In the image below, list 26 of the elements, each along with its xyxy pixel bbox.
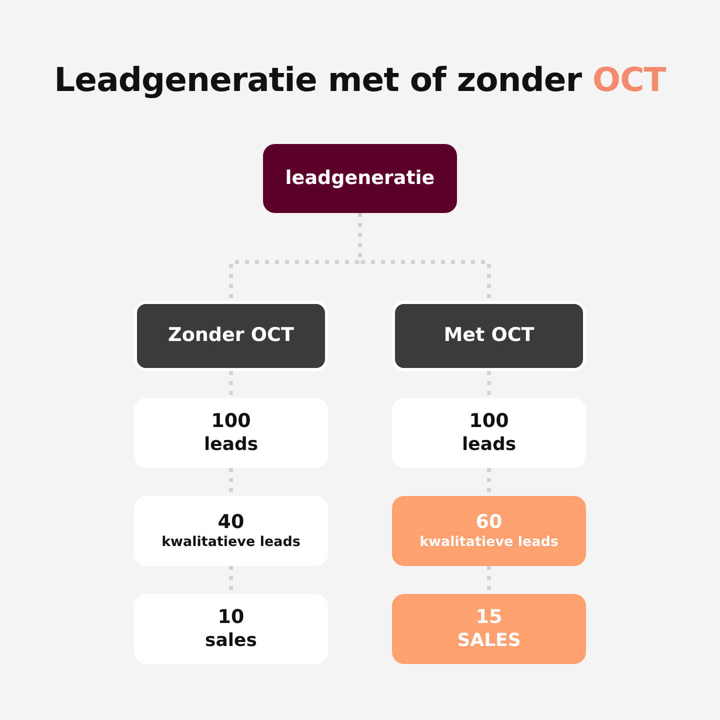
node-label: kwalitatieve leads (420, 534, 558, 552)
stat-number: 100 (211, 410, 251, 434)
stage-box (392, 496, 586, 566)
stage-box (134, 496, 328, 566)
node-label: leads (462, 434, 516, 456)
stat-number: 60 (476, 510, 502, 534)
connector-line (229, 371, 233, 398)
category-box (134, 301, 328, 371)
node-label: sales (205, 630, 257, 652)
title: Leadgeneratie met of zonder OCT (53, 60, 668, 99)
connector-line (487, 371, 491, 398)
stat-number: 40 (218, 510, 244, 534)
stat-number: 15 (476, 606, 502, 630)
category-box (392, 301, 586, 371)
stage-box (134, 398, 328, 468)
root-box (263, 144, 457, 213)
node-label: kwalitatieve leads (162, 534, 300, 552)
stage-box (392, 594, 586, 664)
node-label: Met OCT (444, 324, 534, 348)
node-label: leadgeneratie (285, 166, 435, 190)
node-label: SALES (457, 630, 521, 652)
stage-box (392, 398, 586, 468)
stat-number: 10 (218, 606, 244, 630)
stat-number: 100 (469, 410, 509, 434)
node-label: leads (204, 434, 258, 456)
node-label: Zonder OCT (168, 324, 294, 348)
